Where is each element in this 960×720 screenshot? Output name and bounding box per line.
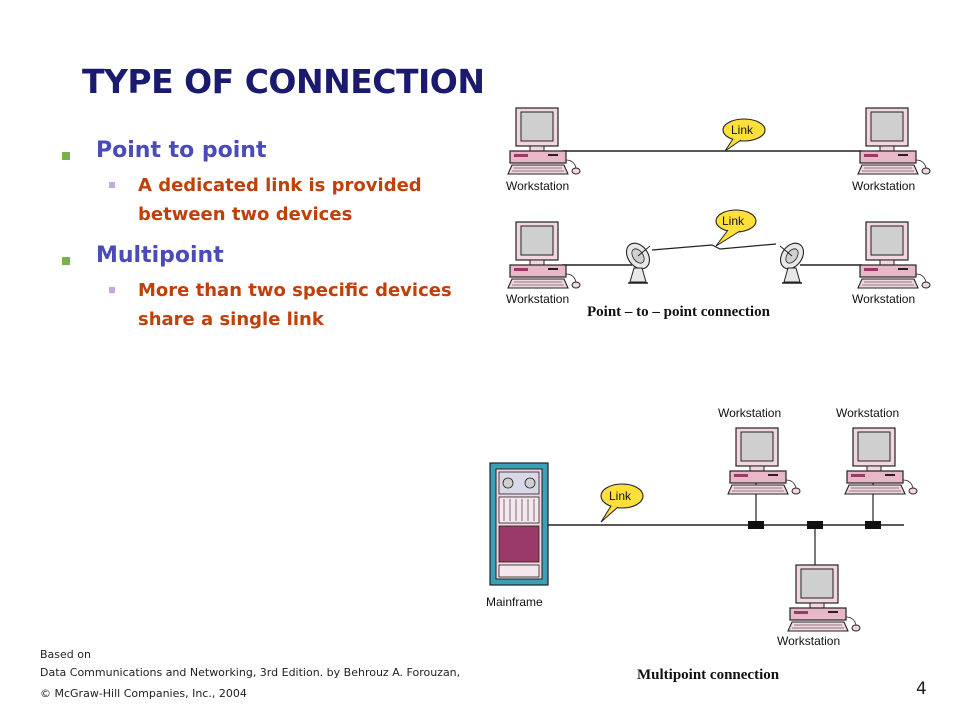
- tap-connector: [748, 521, 764, 529]
- bullet-multipoint: Multipoint: [62, 243, 462, 268]
- footer-based-on: Based on: [40, 648, 91, 661]
- satellite-dish-icon: [621, 238, 655, 284]
- multipoint-caption: Multipoint connection: [637, 667, 780, 683]
- page-number: 4: [916, 679, 927, 699]
- workstation-label: Workstation: [506, 179, 569, 193]
- workstation-icon: [857, 107, 931, 175]
- link-label: Link: [731, 123, 754, 137]
- mainframe-icon: [489, 462, 549, 586]
- tap-connector: [807, 521, 823, 529]
- footer-source: Data Communications and Networking, 3rd …: [40, 666, 461, 679]
- sub-bullet-point-to-point: A dedicated link is provided between two…: [62, 171, 462, 229]
- workstation-icon: [507, 221, 581, 289]
- slide-title: TYPE OF CONNECTION: [82, 62, 485, 101]
- sub-bullet-text: More than two specific devices share a s…: [138, 280, 452, 330]
- p2p-caption: Point – to – point connection: [587, 304, 771, 320]
- p2p-link-row-2: Workstation Workstation Link Point – to …: [506, 209, 931, 320]
- link-label: Link: [609, 489, 632, 503]
- multipoint-network: Mainframe Link Workstation Workstation W…: [486, 406, 918, 683]
- sub-bullet-square-icon: [109, 182, 115, 188]
- link-bubble-icon: Link: [722, 118, 766, 152]
- workstation-icon: [727, 427, 801, 495]
- workstation-label: Workstation: [718, 406, 781, 420]
- workstation-label: Workstation: [506, 292, 569, 306]
- bullet-list: Point to point A dedicated link is provi…: [62, 138, 462, 348]
- sub-bullet-square-icon: [109, 287, 115, 293]
- link-bubble-icon: Link: [600, 483, 644, 523]
- link-bubble-icon: Link: [715, 209, 757, 247]
- footer-copyright: © McGraw-Hill Companies, Inc., 2004: [40, 687, 247, 700]
- workstation-icon: [507, 107, 581, 175]
- workstation-icon: [787, 564, 861, 632]
- bullet-square-icon: [62, 257, 70, 265]
- bullet-square-icon: [62, 152, 70, 160]
- workstation-icon: [857, 221, 931, 289]
- workstation-label: Workstation: [852, 179, 915, 193]
- wireless-link: [651, 243, 777, 251]
- sub-bullet-text: A dedicated link is provided between two…: [138, 175, 422, 225]
- bullet-heading: Point to point: [96, 138, 267, 163]
- link-label: Link: [722, 214, 745, 228]
- tap-connector: [865, 521, 881, 529]
- satellite-dish-icon: [775, 238, 809, 284]
- bullet-point-to-point: Point to point: [62, 138, 462, 163]
- workstation-label: Workstation: [852, 292, 915, 306]
- p2p-link-row-1: Workstation Workstation Link: [506, 107, 931, 193]
- sub-bullet-multipoint: More than two specific devices share a s…: [62, 276, 462, 334]
- workstation-icon: [844, 427, 918, 495]
- bullet-heading: Multipoint: [96, 243, 224, 268]
- workstation-label: Workstation: [836, 406, 899, 420]
- mainframe-label: Mainframe: [486, 595, 543, 609]
- workstation-label: Workstation: [777, 634, 840, 648]
